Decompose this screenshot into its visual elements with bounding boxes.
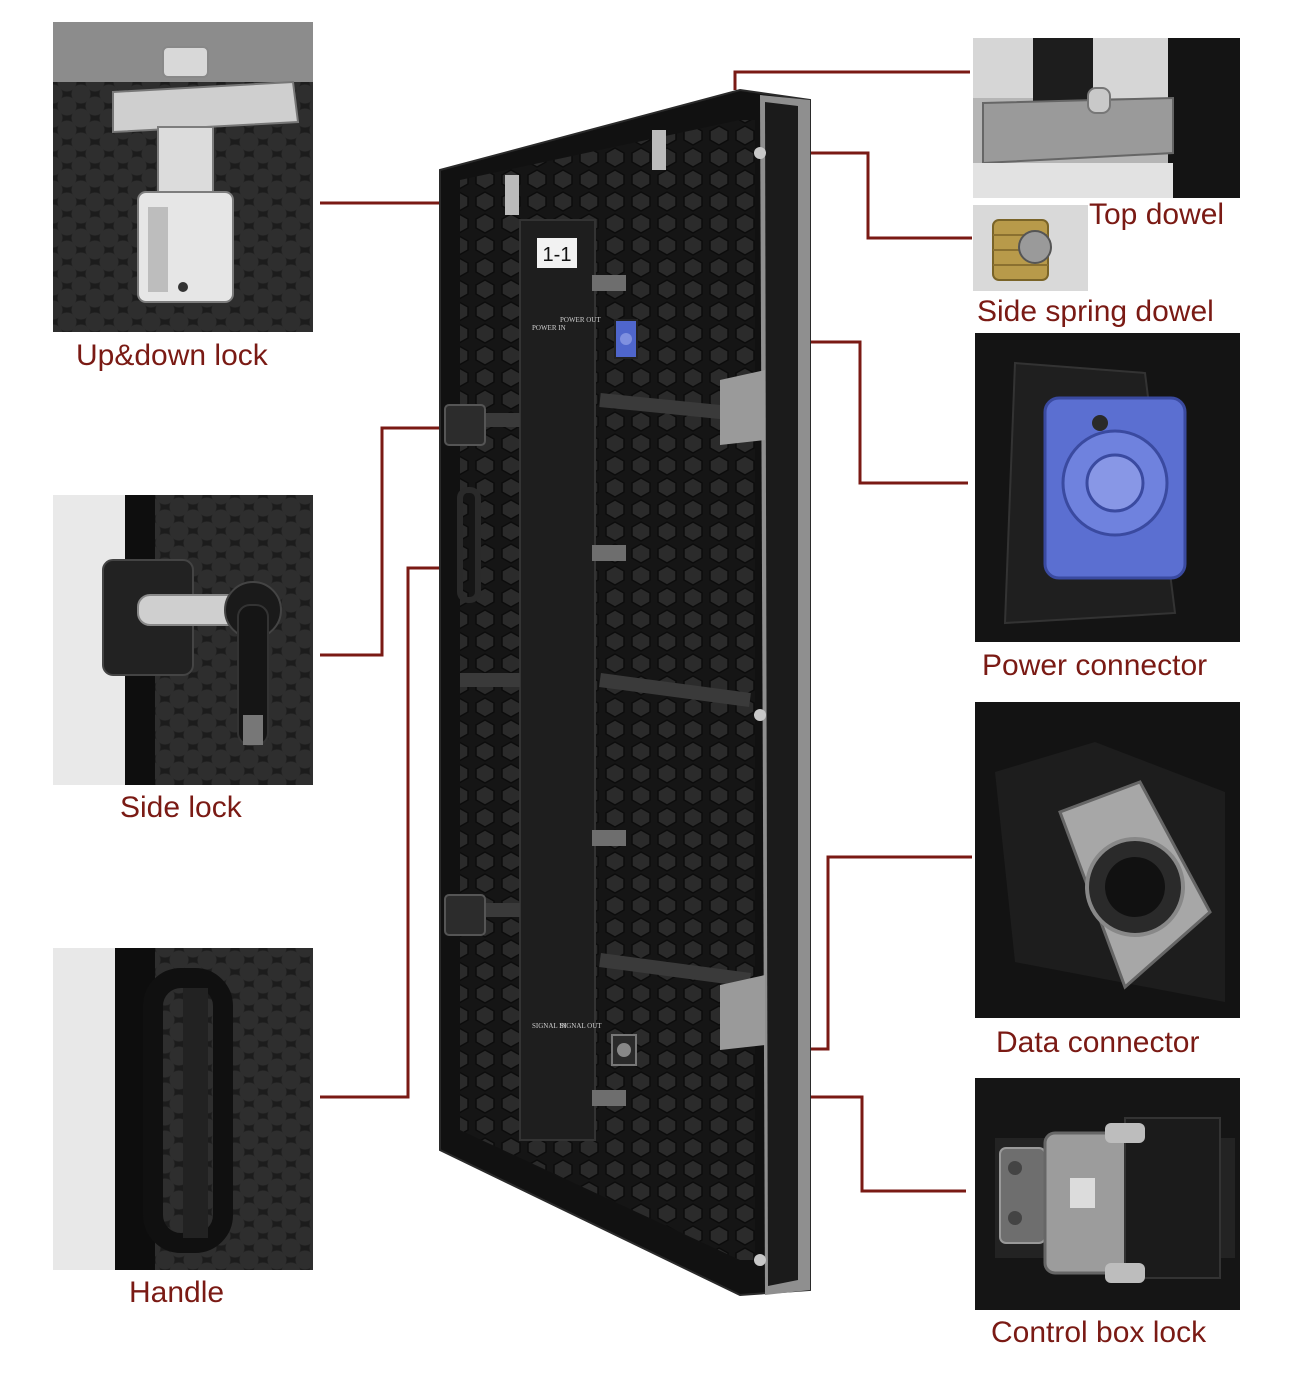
edge-bracket-1 [720, 370, 765, 445]
label-power-connector: Power connector [982, 649, 1208, 682]
side-lock-illustration [53, 495, 282, 785]
latch-2 [592, 545, 626, 561]
latch-1 [592, 275, 626, 291]
label-side-lock: Side lock [120, 791, 242, 824]
control-box-lock-illustration [975, 1078, 1240, 1310]
edge-bracket-2 [720, 975, 765, 1050]
leader-side-spring-dowel [775, 151, 972, 240]
label-control-box-lock: Control box lock [991, 1316, 1207, 1349]
handle-illustration [53, 948, 233, 1270]
top-dowel-illustration [973, 38, 1240, 198]
cabinet-side-lock-1 [444, 404, 486, 446]
top-lock-1 [505, 175, 519, 215]
power-in-text: POWER IN [532, 324, 566, 332]
label-updown-lock: Up&down lock [76, 339, 268, 372]
leader-top-dowel [733, 70, 970, 90]
side-lock-photo [53, 495, 313, 785]
leader-side-lock [320, 426, 442, 657]
cabinet-handle [457, 487, 481, 603]
cabinet-side-lock-2 [444, 894, 486, 936]
side-spring-dowel-illustration [992, 219, 1052, 281]
label-side-spring-dowel: Side spring dowel [977, 295, 1214, 328]
signal-in-text: SIGNAL IN [532, 1022, 567, 1030]
label-top-dowel: Top dowel [1089, 198, 1225, 231]
label-data-connector: Data connector [996, 1026, 1200, 1059]
leader-handle [320, 566, 455, 1099]
top-dowel-photo [973, 38, 1240, 198]
latch-4 [592, 1090, 626, 1106]
top-lock-2 [652, 130, 666, 170]
control-box-lock-photo [975, 1078, 1240, 1310]
handle-photo [53, 948, 313, 1270]
data-connector-photo [975, 702, 1240, 1018]
power-connector-photo [975, 333, 1240, 642]
led-cabinet: 1-1 POWER IN POWER OUT SIGNAL IN SIGNAL … [439, 88, 811, 1297]
latch-3 [592, 830, 626, 846]
updown-lock-photo [53, 22, 313, 332]
cabinet-tag: 1-1 [543, 244, 572, 266]
power-out-text: POWER OUT [560, 316, 601, 324]
updown-lock-illustration [53, 22, 313, 303]
power-connector-illustration [975, 333, 1240, 642]
signal-out-text: SIGNAL OUT [560, 1022, 602, 1030]
cabinet-tag-plate [537, 238, 577, 268]
label-handle: Handle [129, 1276, 225, 1309]
side-spring-dowel-photo [973, 205, 1088, 291]
data-connector-illustration [975, 702, 1240, 1018]
